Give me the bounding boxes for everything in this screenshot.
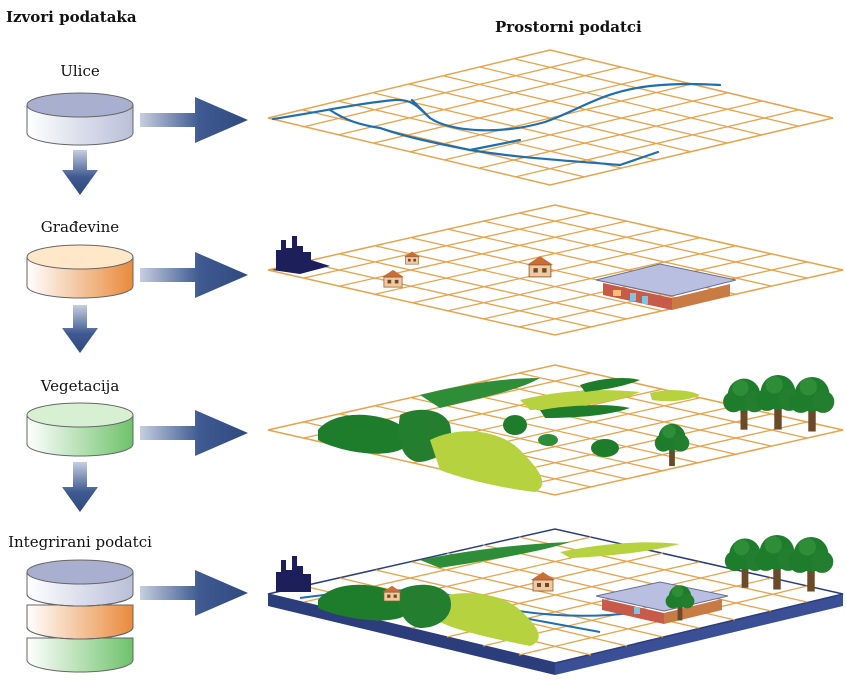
db-cylinder-integrated xyxy=(26,559,134,673)
arrow-right-buildings xyxy=(140,252,248,298)
source-label-vegetation: Vegetacija xyxy=(40,377,120,395)
db-cylinder-vegetation xyxy=(26,402,134,457)
city-skyline-icon xyxy=(272,236,330,274)
db-cylinder-buildings xyxy=(26,244,134,299)
arrow-down-3 xyxy=(62,462,98,512)
spatial-data-header: Prostorni podatci xyxy=(495,18,642,36)
sources-header: Izvori podataka xyxy=(6,8,137,26)
source-label-streets: Ulice xyxy=(60,62,100,80)
city-skyline-icon xyxy=(276,556,311,592)
layer-vegetation xyxy=(267,364,844,496)
arrow-right-integrated xyxy=(140,570,248,616)
source-label-integrated: Integrirani podatci xyxy=(8,533,152,551)
arrow-right-streets xyxy=(140,97,248,143)
arrow-down-2 xyxy=(62,305,98,353)
source-label-buildings: Građevine xyxy=(40,218,120,236)
large-building-icon xyxy=(595,263,737,310)
layer-buildings xyxy=(267,204,844,336)
vegetation-patches xyxy=(318,377,700,492)
arrow-right-vegetation xyxy=(140,410,248,456)
db-cylinder-streets xyxy=(26,92,134,146)
layer-streets xyxy=(267,49,834,186)
arrow-down-1 xyxy=(62,150,98,195)
layer-integrated xyxy=(267,528,844,675)
